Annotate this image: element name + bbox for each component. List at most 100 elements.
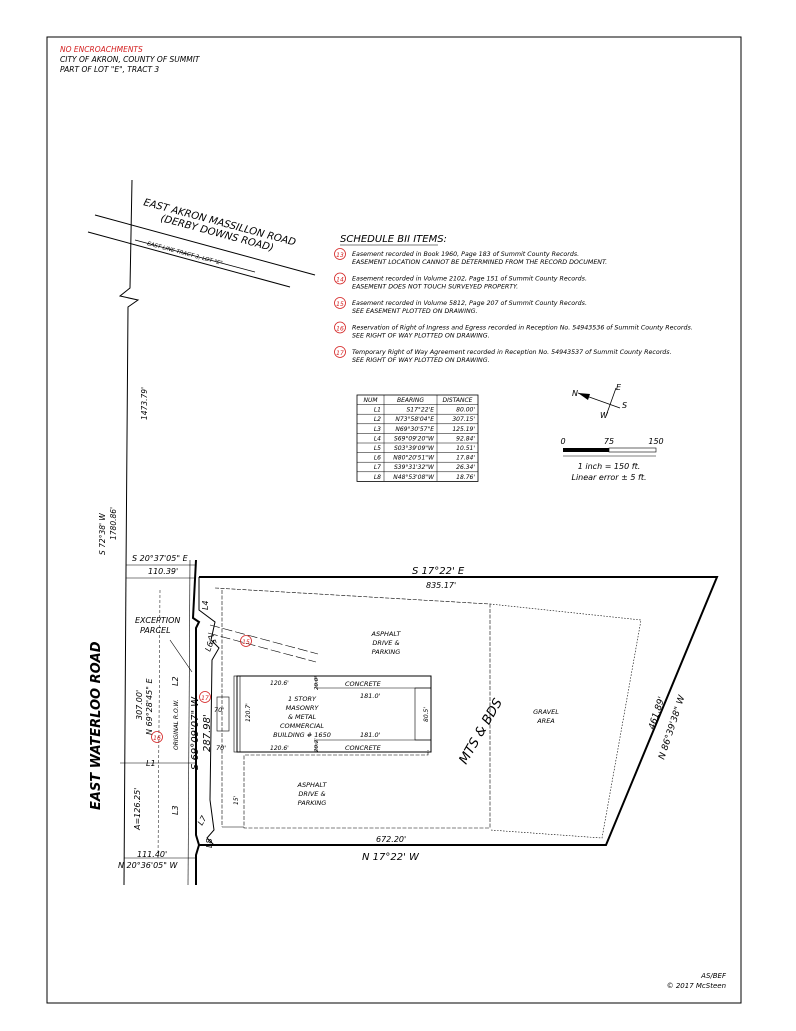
compass-n: N — [572, 389, 578, 398]
line-table-cell: N73°58'04"E — [395, 416, 434, 423]
bearing-s72: S 72°38' W — [98, 513, 107, 555]
top-dist: 835.17' — [426, 581, 456, 590]
compass-s: S — [622, 401, 627, 410]
gravel-1: GRAVEL — [533, 708, 559, 716]
schedule-title: SCHEDULE BII ITEMS: — [340, 234, 447, 245]
line-table-cell: 17.84' — [456, 455, 475, 462]
schedule-item-circle — [334, 321, 346, 334]
callout-15: 15 — [240, 635, 252, 647]
building-line-1: 1 STORY — [288, 695, 317, 703]
line-table-cell: L1 — [374, 407, 381, 414]
line-label-l8: L8 — [205, 838, 214, 848]
footer-copyright: © 2017 McSteen — [667, 982, 726, 990]
bottom-dist: 672.20' — [376, 835, 406, 844]
schedule-item-text: Easement recorded in Volume 2102, Page 1… — [352, 275, 587, 283]
bearing-n20-bot: N 20°36'05" W — [118, 861, 178, 870]
north-arrow: N E S W — [572, 383, 627, 420]
line-table-header: NUM — [363, 397, 378, 404]
line-table-cell: N80°20'51"W — [393, 455, 435, 462]
header-city: CITY OF AKRON, COUNTY OF SUMMIT — [60, 55, 201, 64]
west-tie-line: 1473.79' S 72°38' W 1780.86' — [98, 179, 149, 886]
line-table-cell: S39°31'32"W — [394, 464, 435, 471]
line-table-cell: 18.76' — [456, 474, 475, 481]
asphalt-top-1: ASPHALT — [371, 630, 402, 638]
building-line-4: COMMERCIAL — [280, 722, 324, 730]
line-table-cell: N48°53'08"W — [393, 474, 435, 481]
easement-15 — [207, 624, 319, 663]
gravel-2: AREA — [536, 717, 555, 725]
line-table-cell: S03°39'09"W — [394, 445, 435, 452]
dim-120-bot: 120.6' — [270, 745, 289, 752]
line-table-cell: 125.19' — [452, 426, 475, 433]
asphalt-bot-3: PARKING — [298, 799, 327, 807]
exception-label-2: PARCEL — [140, 626, 171, 635]
scale-tick-0: 0 — [560, 437, 565, 446]
compass-w: W — [600, 411, 609, 420]
line-table-cell: L8 — [374, 474, 381, 481]
line-label-l4: L4 — [201, 600, 210, 610]
asphalt-bot-1: ASPHALT — [297, 781, 328, 789]
scale-bar: 0 75 150 1 inch = 150 ft. Linear error ±… — [560, 437, 663, 482]
sheet-border — [46, 36, 742, 1004]
line-table-cell: 26.34' — [456, 464, 475, 471]
asphalt-top-2: DRIVE & — [372, 639, 399, 647]
dim-20-top: 20.0' — [314, 676, 320, 690]
west-bearing: S 69°09'07" W — [190, 696, 201, 770]
bearing-s20-top: S 20°37'05" E — [132, 554, 189, 563]
west-dist: 287.98' — [202, 714, 213, 752]
header-no-encroachments: NO ENCROACHMENTS — [60, 45, 143, 54]
line-label-l2: L2 — [171, 676, 180, 686]
line-table-header: DISTANCE — [443, 397, 473, 404]
parcel-boundary — [198, 576, 719, 846]
dim-120-top: 120.6' — [270, 680, 289, 687]
east-line-label: EAST LINE TRACT 3, LOT "E" — [146, 241, 223, 267]
bearing-n69: N 69°28'45" E — [145, 678, 154, 735]
schedule-item-text: Temporary Right of Way Agreement recorde… — [352, 348, 672, 356]
dim-181-top: 181.0' — [360, 692, 381, 700]
callout-16-num: 16 — [153, 735, 161, 742]
concrete-bot: CONCRETE — [345, 744, 382, 752]
original-row-label: ORIGINAL R.O.W. — [173, 699, 180, 750]
schedule-item-circle — [334, 248, 346, 260]
right-dist: 461.89' — [647, 696, 667, 731]
arc-length: A=126.25' — [133, 788, 142, 831]
dim-110: 110.39' — [148, 567, 178, 576]
schedule-item-note: EASEMENT LOCATION CANNOT BE DETERMINED F… — [352, 259, 607, 266]
dim-120-7: 120.7' — [245, 703, 252, 722]
dim-1473: 1473.79' — [140, 387, 149, 420]
schedule-item-note: SEE RIGHT OF WAY PLOTTED ON DRAWING. — [352, 333, 490, 340]
line-table-cell: S69°09'20"W — [394, 435, 435, 442]
schedule-item-num: 16 — [336, 326, 344, 333]
dim-1780: 1780.86' — [109, 507, 118, 540]
scale-tick-150: 150 — [648, 437, 663, 446]
waterloo-road: EAST WATERLOO ROAD — [89, 559, 201, 886]
dim-111: 111.40' — [137, 850, 167, 859]
dim-70-bot: 70' — [216, 744, 226, 752]
scale-error: Linear error ± 5 ft. — [571, 473, 646, 482]
header-lot: PART OF LOT "E", TRACT 3 — [60, 65, 159, 74]
scale-tick-75: 75 — [604, 437, 614, 446]
building-line-2: MASONRY — [286, 704, 320, 712]
schedule-item-note: SEE EASEMENT PLOTTED ON DRAWING. — [352, 308, 478, 315]
bottom-bearing: N 17°22' W — [362, 852, 420, 863]
schedule-item-text: Easement recorded in Volume 5812, Page 2… — [352, 299, 587, 307]
line-table-header: BEARING — [397, 397, 424, 404]
dim-20-bot: 20.2' — [314, 738, 320, 752]
line-table-cell: L4 — [374, 435, 381, 442]
line-table-cell: N69°30'57"E — [395, 426, 434, 433]
massillon-road: EAST AKRON MASSILLON ROAD (DERBY DOWNS R… — [87, 197, 316, 288]
line-table-cell: L6 — [374, 455, 381, 462]
exception-label-1: EXCEPTION — [135, 616, 180, 625]
top-bearing: S 17°22' E — [412, 566, 465, 577]
dim-15: 15' — [233, 795, 240, 805]
schedule-item-num: 17 — [336, 350, 344, 357]
building-line-5: BUILDING # 1650 — [273, 731, 331, 739]
asphalt-top-3: PARKING — [372, 648, 401, 656]
schedule-item-note: EASEMENT DOES NOT TOUCH SURVEYED PROPERT… — [352, 284, 518, 291]
compass-e: E — [616, 383, 622, 392]
schedule-item: 17 Temporary Right of Way Agreement recor… — [334, 346, 672, 364]
callout-16: 16 — [151, 731, 163, 743]
